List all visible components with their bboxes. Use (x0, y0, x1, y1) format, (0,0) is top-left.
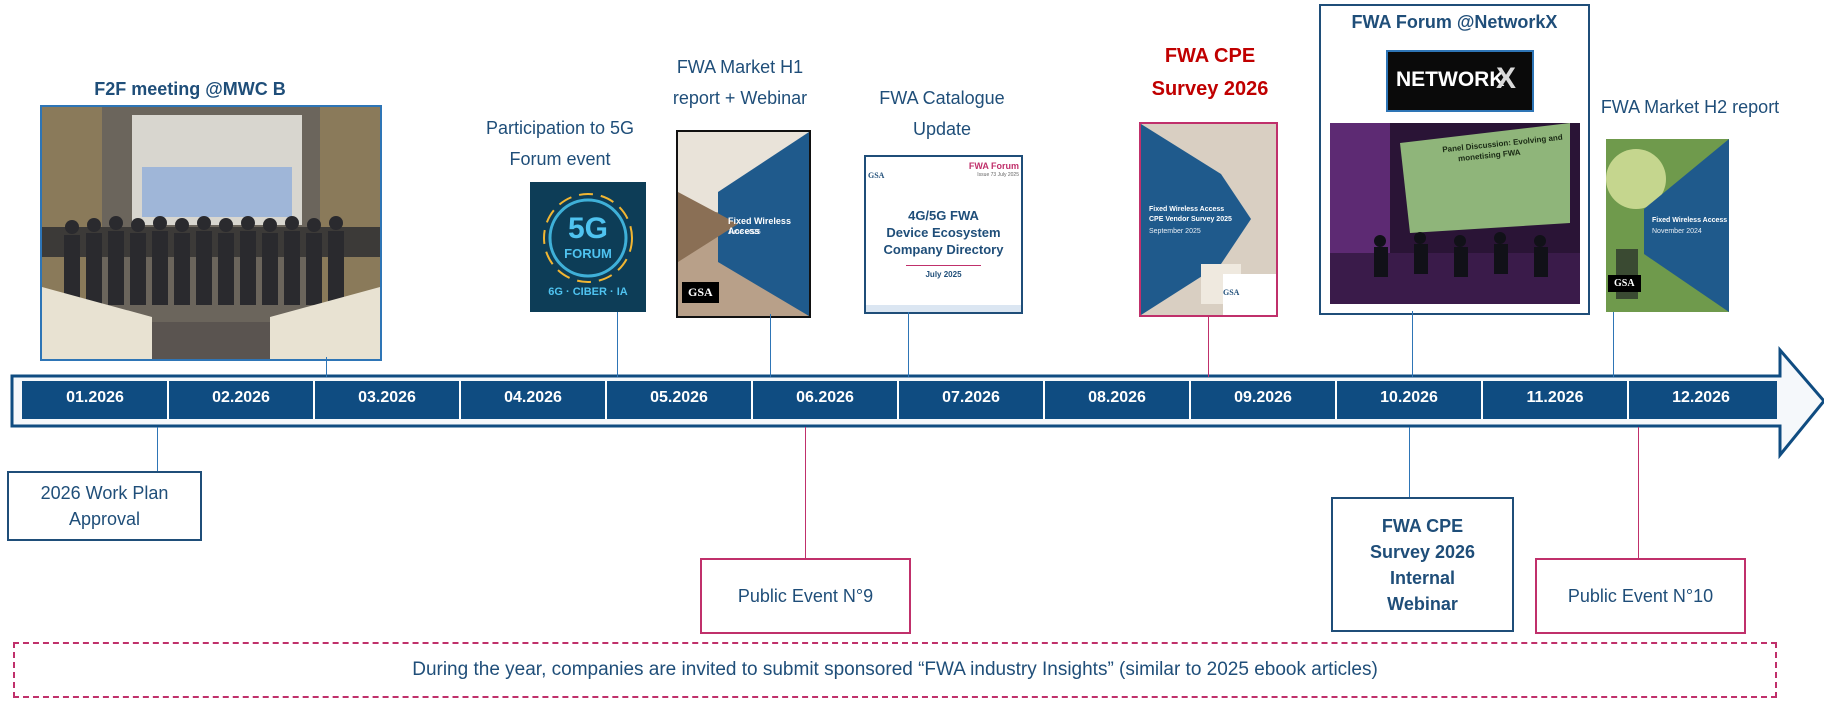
h2-cover-title: Fixed Wireless Access (1652, 217, 1728, 224)
month-01: 01.2026 (66, 389, 124, 406)
webinar-box: FWA CPE Survey 2026 Internal Webinar (1331, 497, 1514, 632)
forum5g-logo-tag: 6G · CIBER · IA (548, 286, 628, 298)
month-07: 07.2026 (942, 389, 1000, 406)
connector-h1 (770, 314, 771, 377)
h2-label: FWA Market H2 report (1600, 97, 1780, 117)
workplan-line2: Approval (68, 509, 141, 529)
forum5g-logo-word: FORUM (564, 246, 612, 261)
connector-workplan (157, 427, 158, 471)
catalogue-label-line2: Update (912, 119, 972, 139)
catalogue-cover-date: July 2025 (925, 270, 962, 279)
h1-label: FWA Market H1 report + Webinar (650, 52, 830, 114)
connector-event10 (1638, 427, 1639, 558)
h1-report-cover: Fixed Wireless Access June 2025 GSA (676, 130, 811, 318)
public-event-10: Public Event N°10 (1535, 558, 1746, 634)
h1-label-line1: FWA Market H1 (676, 57, 804, 77)
networkx-logo-x: X (1496, 62, 1517, 95)
month-10: 10.2026 (1380, 389, 1438, 406)
catalogue-divider (906, 265, 981, 266)
survey-label: FWA CPE Survey 2026 (1120, 40, 1300, 106)
h1-cover-sub: June 2025 (728, 229, 761, 236)
networkx-logo-text: NETWORK (1396, 68, 1505, 91)
connector-f2f (326, 357, 327, 377)
networkx-title: FWA Forum @NetworkX (1351, 12, 1558, 32)
workplan-box: 2026 Work Plan Approval (7, 471, 202, 541)
connector-catalogue (908, 312, 909, 377)
connector-event9 (805, 427, 806, 558)
gsa-logo-h2: GSA (1608, 275, 1641, 292)
catalogue-cover-l3: Company Directory (883, 242, 1004, 257)
catalogue-cover-logo: GSA (868, 171, 885, 180)
survey-label-line1: FWA CPE (1164, 45, 1256, 67)
connector-networkx (1412, 311, 1413, 377)
forum5g-logo-big: 5G (567, 212, 609, 245)
webinar-l1: FWA CPE (1381, 515, 1464, 536)
catalogue-cover: GSA FWA Forum Issue 73 July 2025 4G/5G F… (864, 155, 1023, 314)
month-08: 08.2026 (1088, 389, 1146, 406)
catalogue-cover-l2: Device Ecosystem (886, 225, 1001, 240)
networkx-frame (1319, 4, 1590, 315)
month-02: 02.2026 (212, 389, 270, 406)
gsa-logo-h1: GSA (682, 282, 719, 303)
month-05: 05.2026 (650, 389, 708, 406)
month-04: 04.2026 (504, 389, 562, 406)
survey-cover-sub: September 2025 (1149, 228, 1201, 235)
survey-report-cover: Fixed Wireless Access CPE Vendor Survey … (1139, 122, 1278, 317)
5g-forum-logo: 5G FORUM 6G · CIBER · IA (530, 182, 646, 312)
forum5g-label: Participation to 5G Forum event (470, 113, 650, 175)
month-09: 09.2026 (1234, 389, 1292, 406)
h1-cover-title: Fixed Wireless Access (728, 216, 791, 236)
survey-label-line2: Survey 2026 (1151, 78, 1269, 100)
forum5g-label-line2: Forum event (509, 149, 611, 169)
catalogue-cover-tag: FWA Forum (968, 161, 1019, 171)
workplan-line1: 2026 Work Plan (40, 483, 169, 503)
survey-cover-title: Fixed Wireless Access (1149, 206, 1225, 213)
gsa-logo-survey: GSA (1223, 288, 1240, 297)
connector-webinar (1409, 427, 1410, 497)
webinar-l3: Internal (1389, 567, 1455, 588)
month-12: 12.2026 (1672, 389, 1730, 406)
month-11: 11.2026 (1526, 389, 1584, 406)
catalogue-cover-band (866, 305, 1021, 312)
f2f-meeting-photo (40, 105, 382, 361)
month-03: 03.2026 (358, 389, 416, 406)
h2-report-cover: Fixed Wireless Access November 2024 GSA (1606, 139, 1729, 312)
catalogue-cover-l1: 4G/5G FWA (908, 208, 979, 223)
networkx-panel-photo: Panel Discussion: Evolving and monetisin… (1330, 123, 1580, 304)
connector-survey (1208, 315, 1209, 377)
footer-note: During the year, companies are invited t… (13, 642, 1777, 698)
month-06: 06.2026 (796, 389, 854, 406)
h1-label-line2: report + Webinar (672, 88, 808, 108)
h2-cover-sub: November 2024 (1652, 228, 1702, 235)
catalogue-label-line1: FWA Catalogue (879, 88, 1005, 108)
survey-cover-title2: CPE Vendor Survey 2025 (1149, 216, 1232, 223)
connector-forum5g (617, 312, 618, 377)
public-event-9: Public Event N°9 (700, 558, 911, 634)
connector-h2 (1613, 312, 1614, 377)
catalogue-label: FWA Catalogue Update (852, 83, 1032, 145)
networkx-logo: NETWORK X (1386, 50, 1534, 112)
webinar-l4: Webinar (1387, 593, 1458, 614)
forum5g-label-line1: Participation to 5G (485, 118, 635, 138)
webinar-l2: Survey 2026 (1369, 541, 1476, 562)
f2f-title: F2F meeting @MWC B (94, 79, 286, 99)
catalogue-cover-issue: Issue 73 July 2025 (977, 172, 1019, 178)
